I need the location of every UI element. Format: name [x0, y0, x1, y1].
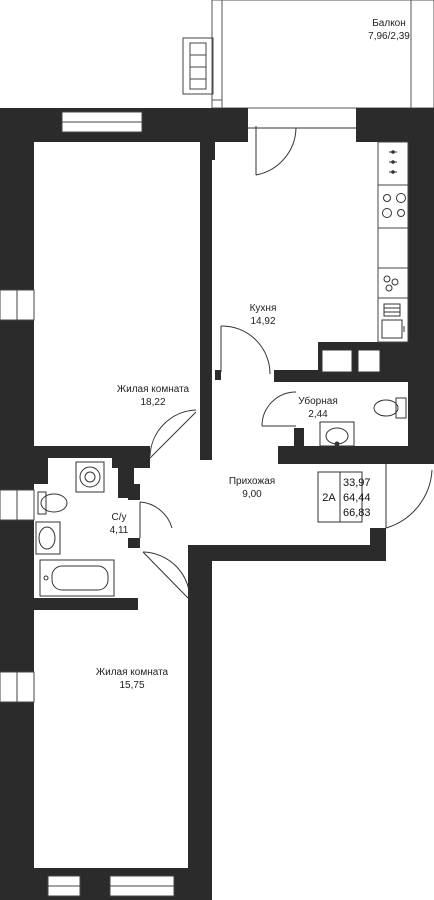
total-area-value: 64,44: [343, 492, 371, 504]
balcony-door: [248, 126, 356, 176]
windows: [0, 111, 175, 897]
room-labels: Балкон 7,96/2,39 Кухня 14,92 Жилая комна…: [96, 18, 410, 691]
stove-icon: [382, 193, 406, 218]
entrance-door: [385, 464, 433, 529]
sink-icon: [381, 303, 405, 339]
kitchen-name: Кухня: [250, 303, 277, 314]
toilet-name: Уборная: [298, 395, 337, 407]
hallway-name: Прихожая: [229, 476, 275, 487]
toilet-door: [261, 391, 297, 427]
kitchen-counter: [377, 141, 409, 343]
hood-icon: [389, 150, 397, 174]
living-top-area: 18,22: [140, 397, 165, 408]
bathroom-toilet-icon: [37, 491, 68, 515]
toilet-area: 2,44: [308, 409, 328, 420]
toilet-icon: [373, 397, 407, 419]
area-summary-box: 2А 33,97 64,44 66,83: [317, 471, 371, 523]
bathroom-door: [139, 501, 173, 538]
bathtub-icon: [39, 559, 115, 597]
bathroom-name: С/у: [112, 512, 127, 523]
bathroom-area: 4,11: [110, 525, 129, 536]
apartment-type: 2А: [322, 492, 336, 504]
balcony-name: Балкон: [372, 18, 406, 29]
living-top-name: Жилая комната: [117, 384, 190, 395]
living-bottom-area: 15,75: [119, 680, 144, 691]
washing-machine-icon: [75, 461, 105, 493]
radiator-icon: [182, 37, 214, 95]
living-top-door: [149, 409, 197, 459]
washbasin-icon: [319, 421, 355, 447]
kitchen-area: 14,92: [250, 316, 275, 327]
balcony: [211, 0, 434, 109]
dishwasher-icon: [383, 275, 399, 292]
living-area-value: 33,97: [343, 477, 371, 489]
hallway-area: 9,00: [242, 489, 262, 500]
total-with-balcony-value: 66,83: [343, 507, 371, 519]
kitchen-door: [220, 325, 271, 375]
balcony-area: 7,96/2,39: [368, 31, 410, 42]
bathroom-sink-icon: [35, 521, 61, 555]
living-bottom-name: Жилая комната: [96, 667, 169, 678]
living-bottom-door: [142, 551, 191, 601]
